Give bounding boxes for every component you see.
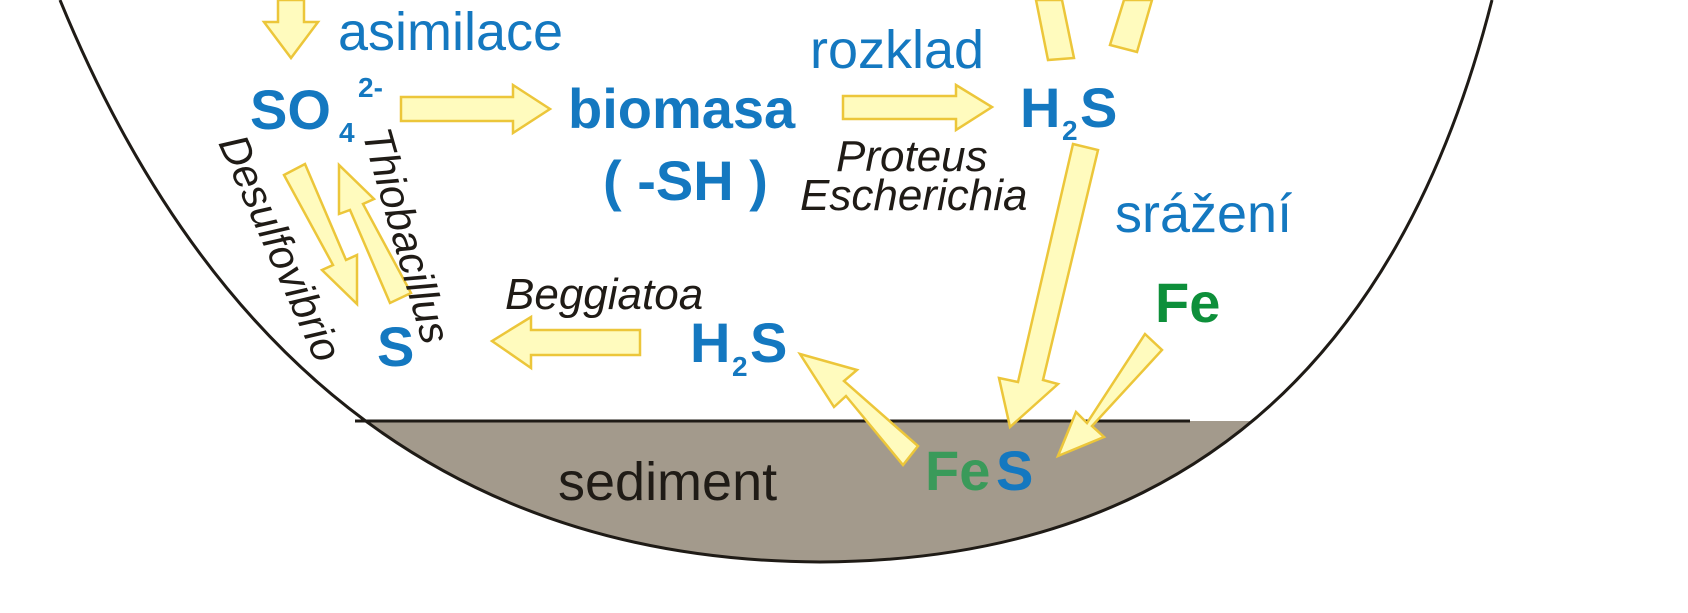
label-iron: Fe <box>1155 271 1220 334</box>
arrow-h2s-to-s <box>489 314 642 371</box>
label-biomasa: biomasa <box>568 77 796 140</box>
arrow-so4-to-s <box>282 162 359 307</box>
arrow-fes-to-h2s <box>797 351 920 467</box>
fes-sulfur-part: S <box>996 439 1033 502</box>
label-rozklad: rozklad <box>810 20 984 80</box>
cycle-boundary <box>58 0 1494 564</box>
sulfate-charge: 2- <box>358 72 383 103</box>
fes-iron-part: Fe <box>925 439 990 502</box>
compound-h2s-top: H 2 S <box>1020 76 1117 146</box>
sulfate-subscript: 4 <box>339 117 355 148</box>
h2s-bottom-s: S <box>750 311 787 374</box>
arrow-s-to-so4 <box>337 162 413 305</box>
h2s-top-subscript: 2 <box>1062 115 1078 146</box>
label-asimilace: asimilace <box>338 2 563 62</box>
arrow-h2s-to-fes <box>997 142 1100 430</box>
label-beggiatoa: Beggiatoa <box>505 270 703 319</box>
arrow-up-right-1 <box>1034 0 1076 62</box>
h2s-top-s: S <box>1080 76 1117 139</box>
arrows <box>261 0 1164 467</box>
sediment-layer <box>60 419 1492 562</box>
sulfate-formula: SO <box>250 78 331 141</box>
h2s-bottom-h: H <box>690 311 730 374</box>
h2s-bottom-subscript: 2 <box>732 351 748 382</box>
label-sulfur: S <box>377 315 414 378</box>
compound-iron-sulfide: Fe S <box>925 439 1033 502</box>
arrow-up-right-2 <box>1108 0 1154 54</box>
label-proteus: Proteus <box>836 132 988 181</box>
arrow-biomasa-to-h2s <box>841 82 995 133</box>
compound-sulfate: SO 4 2- <box>250 72 383 148</box>
arrow-so4-to-biomasa <box>399 82 553 136</box>
h2s-top-h: H <box>1020 76 1060 139</box>
label-srazeni: srážení <box>1115 184 1292 244</box>
arrow-fe-to-fes <box>1055 332 1164 459</box>
label-sh-group: ( -SH ) <box>603 149 768 212</box>
arrow-down-into-so4 <box>261 0 321 61</box>
label-escherichia: Escherichia <box>800 171 1027 220</box>
compound-h2s-bottom: H 2 S <box>690 311 787 382</box>
label-sediment: sediment <box>558 452 777 512</box>
